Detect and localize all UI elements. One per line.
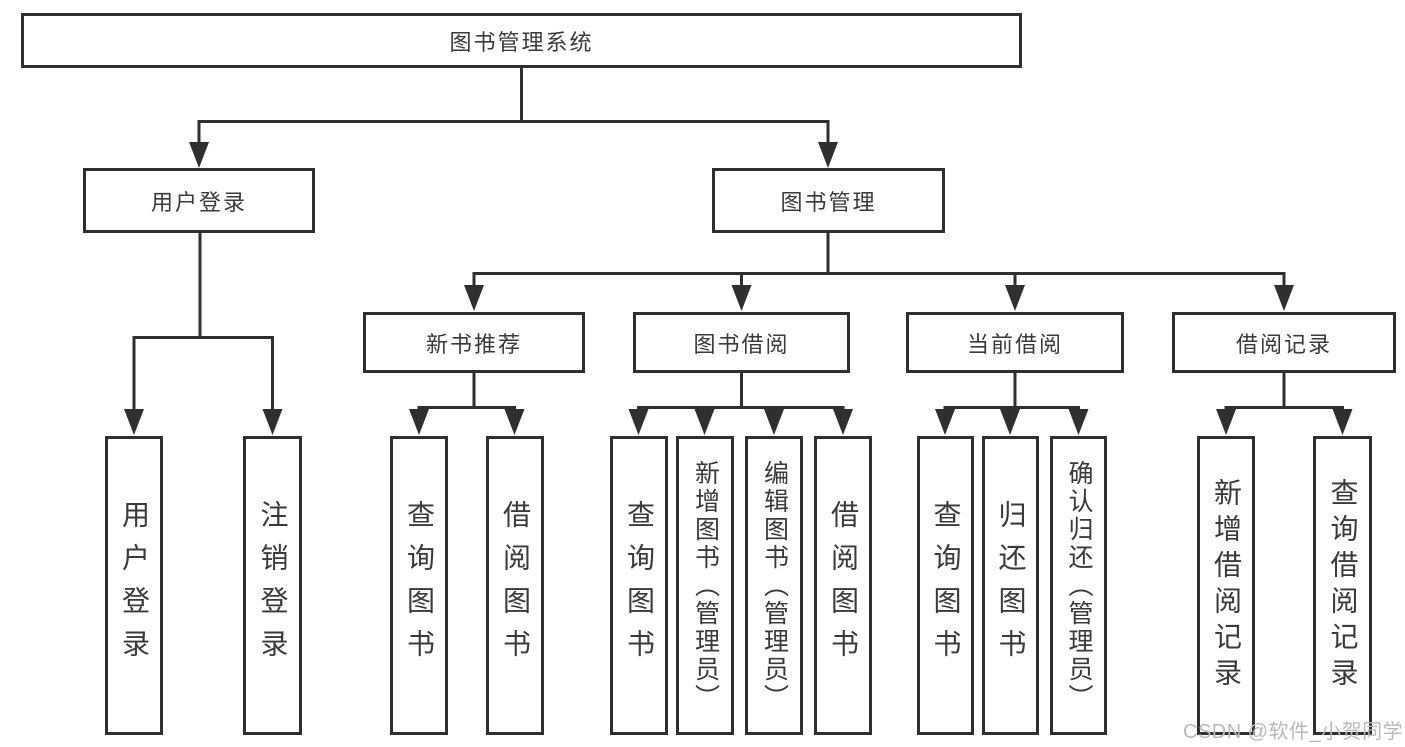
arrowhead — [818, 142, 838, 168]
arrowhead — [504, 409, 525, 435]
arrowhead — [833, 409, 853, 435]
arrowhead — [935, 409, 955, 435]
leaf-query-book-current: 查询图书 — [917, 436, 974, 735]
arrowhead — [409, 409, 429, 435]
arrowheads — [124, 142, 1353, 435]
arrowhead — [1216, 409, 1236, 435]
arrowhead — [731, 285, 752, 311]
arrowhead — [189, 142, 209, 168]
arrowhead — [124, 409, 144, 435]
arrowhead — [694, 409, 715, 435]
arrowhead — [262, 409, 283, 435]
leaf-add-book-admin: 新增图书（管理员） — [676, 436, 734, 735]
node-current-borrow: 当前借阅 — [906, 312, 1124, 373]
connector-book-borrow-to-leaves — [637, 373, 845, 413]
arrowhead — [1068, 409, 1089, 435]
arrowhead — [764, 409, 784, 435]
arrowhead — [628, 409, 649, 435]
connector-book-management-to-level3 — [472, 233, 1286, 288]
leaf-user-login: 用户登录 — [105, 436, 163, 735]
arrowhead — [1332, 409, 1353, 435]
node-book-borrow: 图书借阅 — [633, 312, 850, 373]
connector-user-login-to-leaves — [132, 233, 274, 410]
leaf-query-borrow-record: 查询借阅记录 — [1313, 436, 1372, 735]
leaf-add-borrow-record: 新增借阅记录 — [1197, 436, 1255, 735]
arrowhead — [1274, 285, 1294, 311]
leaf-borrow-book: 借阅图书 — [814, 436, 872, 735]
leaf-return-book: 归还图书 — [982, 436, 1039, 735]
leaf-borrow-book-recommend: 借阅图书 — [486, 436, 544, 735]
node-book-management: 图书管理 — [712, 168, 945, 233]
leaf-edit-book-admin: 编辑图书（管理员） — [745, 436, 803, 735]
node-user-login: 用户登录 — [83, 168, 315, 233]
connector-new-book-to-leaves — [417, 373, 516, 413]
connector-current-borrow-to-leaves — [943, 373, 1080, 413]
leaf-query-book-recommend: 查询图书 — [390, 436, 448, 735]
connector-root-to-level2 — [197, 68, 830, 144]
arrowhead — [1005, 285, 1025, 311]
arrowhead — [1000, 409, 1020, 435]
node-borrow-records: 借阅记录 — [1172, 312, 1396, 373]
leaf-logout: 注销登录 — [243, 436, 302, 735]
node-new-book-recommend: 新书推荐 — [363, 312, 585, 373]
connector-borrow-records-to-leaves — [1224, 373, 1344, 413]
csdn-watermark: CSDN @软件_小贺同学 — [1183, 721, 1404, 743]
arrowhead — [464, 285, 484, 311]
node-library-management-system: 图书管理系统 — [21, 13, 1022, 68]
leaf-query-book-borrow: 查询图书 — [610, 436, 668, 735]
leaf-confirm-return-admin: 确认归还（管理员） — [1050, 436, 1107, 735]
